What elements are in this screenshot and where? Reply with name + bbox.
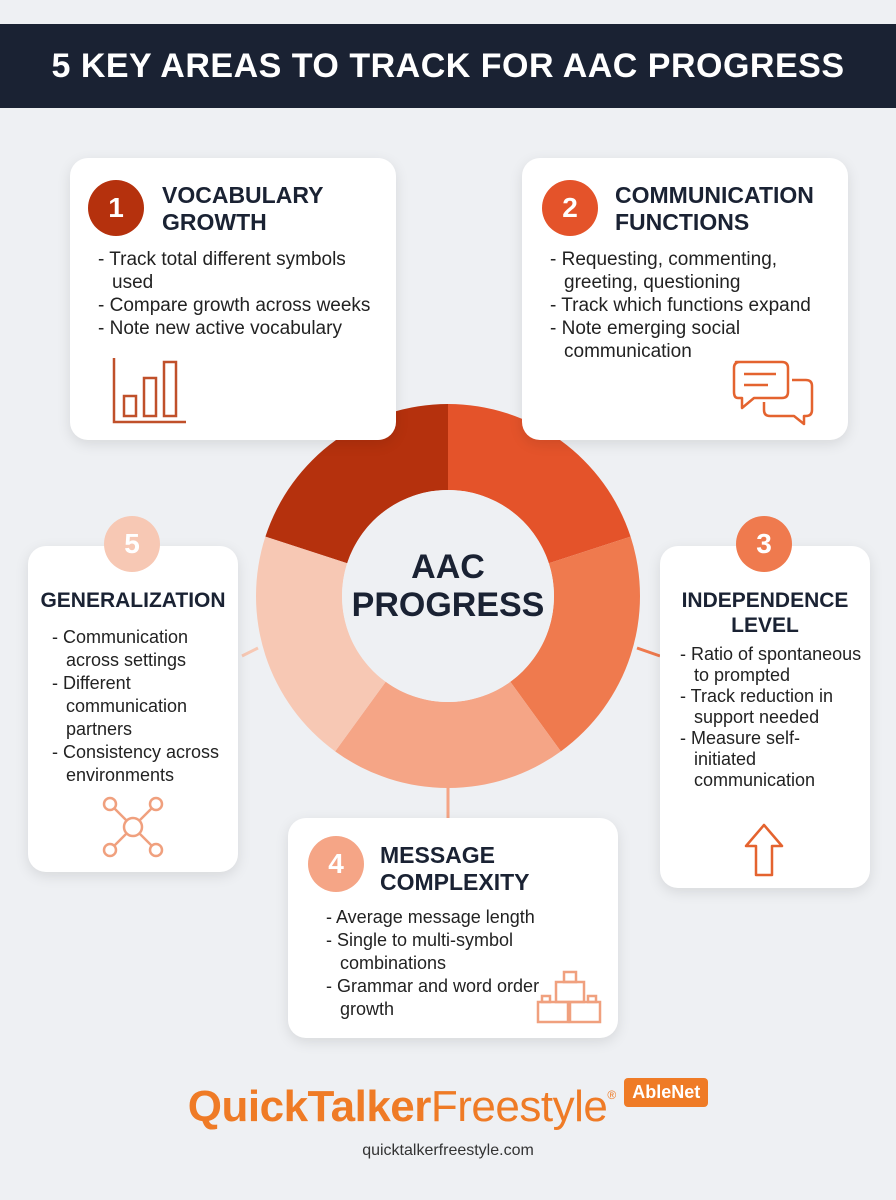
badge-3: 3 xyxy=(736,516,792,572)
bullet-item: - Ratio of spontaneous to prompted xyxy=(680,644,862,685)
header-banner: 5 KEY AREAS TO TRACK FOR AAC PROGRESS xyxy=(0,24,896,108)
card-title: VOCABULARY GROWTH xyxy=(162,182,324,235)
ring-segment-5 xyxy=(256,536,386,752)
ring-segment-4 xyxy=(335,681,561,788)
center-label: AAC PROGRESS xyxy=(351,548,545,624)
bullet-item: - Track reduction in support needed xyxy=(680,686,834,727)
card-message-complexity: 4 MESSAGE COMPLEXITY - Average message l… xyxy=(288,818,618,1038)
brand-light: Freestyle xyxy=(430,1082,608,1131)
bullet-item: - Different communication partners xyxy=(52,673,188,739)
brand-logo: QuickTalkerFreestyle ® AbleNet xyxy=(0,1078,896,1132)
bullet-list: - Average message length - Single to mul… xyxy=(318,906,558,1021)
badge-1: 1 xyxy=(88,180,144,236)
bullet-item: - Consistency across environments xyxy=(52,742,220,785)
registered-mark: ® xyxy=(607,1088,617,1102)
card-title: GENERALIZATION xyxy=(40,589,226,612)
bullet-item: - Communication across settings xyxy=(52,627,189,670)
bullet-item: - Requesting, commenting, greeting, ques… xyxy=(550,249,778,293)
bullet-list: - Ratio of spontaneous to prompted - Tra… xyxy=(672,644,862,791)
badge-4: 4 xyxy=(308,836,364,892)
bullet-item: - Compare growth across weeks xyxy=(98,295,371,316)
ring-segment-3 xyxy=(510,536,641,752)
bullet-list: - Requesting, commenting, greeting, ques… xyxy=(542,248,842,363)
card-independence-level: 3 INDEPENDENCE LEVEL - Ratio of spontane… xyxy=(660,516,870,888)
ring-center xyxy=(342,490,554,702)
up-arrow-icon xyxy=(744,823,784,877)
card-title: MESSAGE COMPLEXITY xyxy=(380,842,530,895)
brand-name: QuickTalkerFreestyle xyxy=(188,1082,608,1132)
network-icon xyxy=(102,796,164,858)
bullet-item: - Average message length xyxy=(326,907,535,927)
card-vocabulary-growth: 1 VOCABULARY GROWTH - Track total differ… xyxy=(70,158,396,440)
ring-segment-2 xyxy=(448,404,631,564)
card-generalization: 5 GENERALIZATION - Communication across … xyxy=(28,516,238,872)
bullet-item: - Measure self-initiated communication xyxy=(680,728,816,790)
chat-bubbles-icon xyxy=(732,360,814,426)
website-url[interactable]: quicktalkerfreestyle.com xyxy=(362,1142,534,1159)
badge-2: 2 xyxy=(542,180,598,236)
bullet-list: - Track total different symbols used - C… xyxy=(90,248,390,340)
connector-5 xyxy=(241,646,259,658)
bullet-item: - Track total different symbols used xyxy=(98,249,346,293)
badge-5: 5 xyxy=(104,516,160,572)
brand-bold: QuickTalker xyxy=(187,1082,432,1131)
bar-chart-icon xyxy=(112,358,186,424)
bullet-item: - Track which functions expand xyxy=(550,295,811,316)
bullet-item: - Note emerging social communication xyxy=(550,318,741,362)
bullet-item: - Single to multi-symbol combinations xyxy=(326,930,514,973)
connector-3 xyxy=(636,646,661,658)
bullet-item: - Note new active vocabulary xyxy=(98,318,342,339)
blocks-icon xyxy=(536,970,602,1024)
ring-segment-1 xyxy=(265,404,448,564)
bullet-list: - Communication across settings - Differ… xyxy=(44,626,234,787)
card-title: INDEPENDENCE LEVEL xyxy=(681,589,849,637)
bullet-item: - Grammar and word order growth xyxy=(326,976,540,1019)
card-title: COMMUNICATION FUNCTIONS xyxy=(615,182,814,235)
card-communication-functions: 2 COMMUNICATION FUNCTIONS - Requesting, … xyxy=(522,158,848,440)
page-title: 5 KEY AREAS TO TRACK FOR AAC PROGRESS xyxy=(51,46,845,85)
partner-badge: AbleNet xyxy=(624,1078,709,1107)
